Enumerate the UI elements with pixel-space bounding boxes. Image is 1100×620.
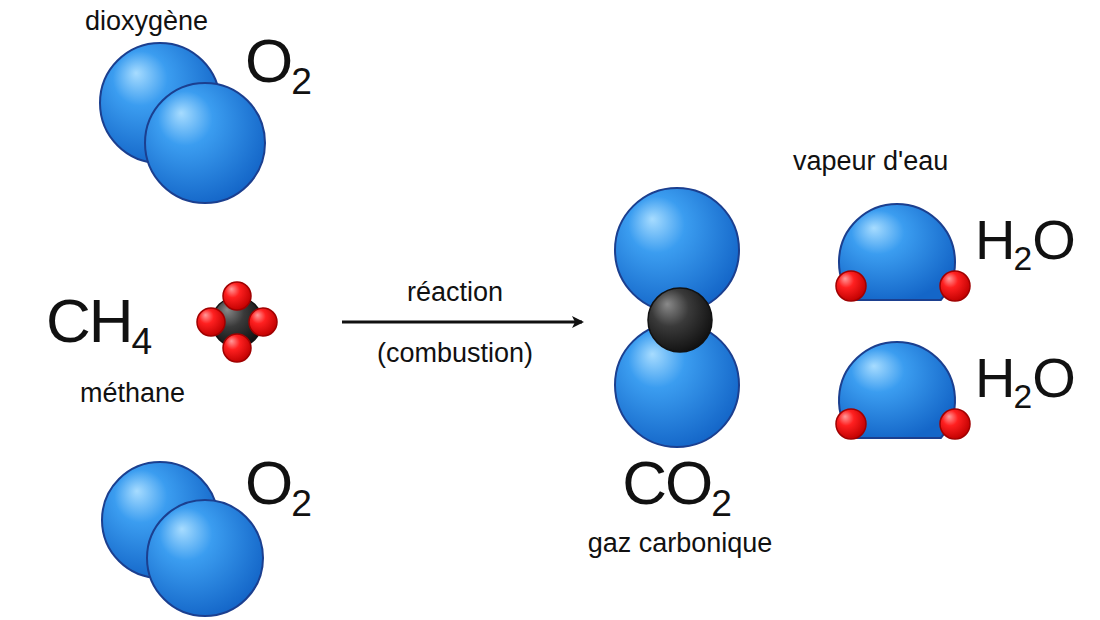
- oxygen-molecule: [100, 43, 265, 203]
- chemical-formula: O2: [245, 452, 312, 514]
- subscript: 2: [711, 482, 732, 524]
- arrow-label: réaction: [407, 279, 503, 306]
- molecule-name: dioxygène: [85, 8, 208, 35]
- water-molecule: [836, 342, 970, 439]
- subscript: 2: [1013, 378, 1032, 415]
- molecule-name: méthane: [80, 380, 185, 407]
- label-holder: vapeur d'eau: [793, 148, 948, 175]
- label-holder: dioxygène: [85, 8, 208, 35]
- water-molecule: [836, 204, 970, 301]
- subscript: 2: [1013, 240, 1032, 277]
- molecule-name: gaz carbonique: [588, 530, 773, 557]
- reaction-arrow: [342, 321, 582, 324]
- chemical-formula: H2O: [975, 212, 1074, 268]
- label-holder: CO2: [622, 452, 732, 514]
- subscript: 4: [132, 320, 153, 362]
- label-holder: (combustion): [377, 340, 533, 367]
- oxygen-molecule: [102, 462, 263, 616]
- subscript: 2: [291, 60, 312, 102]
- label-holder: H2O: [975, 212, 1074, 268]
- arrow-label: (combustion): [377, 340, 533, 367]
- label-holder: méthane: [80, 380, 185, 407]
- subscript: 2: [291, 482, 312, 524]
- molecule-name: vapeur d'eau: [793, 148, 948, 175]
- label-holder: gaz carbonique: [588, 530, 773, 557]
- label-holder: réaction: [407, 279, 503, 306]
- label-holder: O2: [245, 452, 312, 514]
- chemical-formula: O2: [245, 30, 312, 92]
- chemical-formula: H2O: [975, 350, 1074, 406]
- carbon-dioxide-molecule: [615, 188, 739, 447]
- chemical-formula: CH4: [46, 290, 152, 352]
- label-holder: O2: [245, 30, 312, 92]
- methane-molecule: [197, 282, 277, 362]
- chemical-formula: CO2: [622, 452, 732, 514]
- label-holder: CH4: [46, 290, 152, 352]
- label-holder: H2O: [975, 350, 1074, 406]
